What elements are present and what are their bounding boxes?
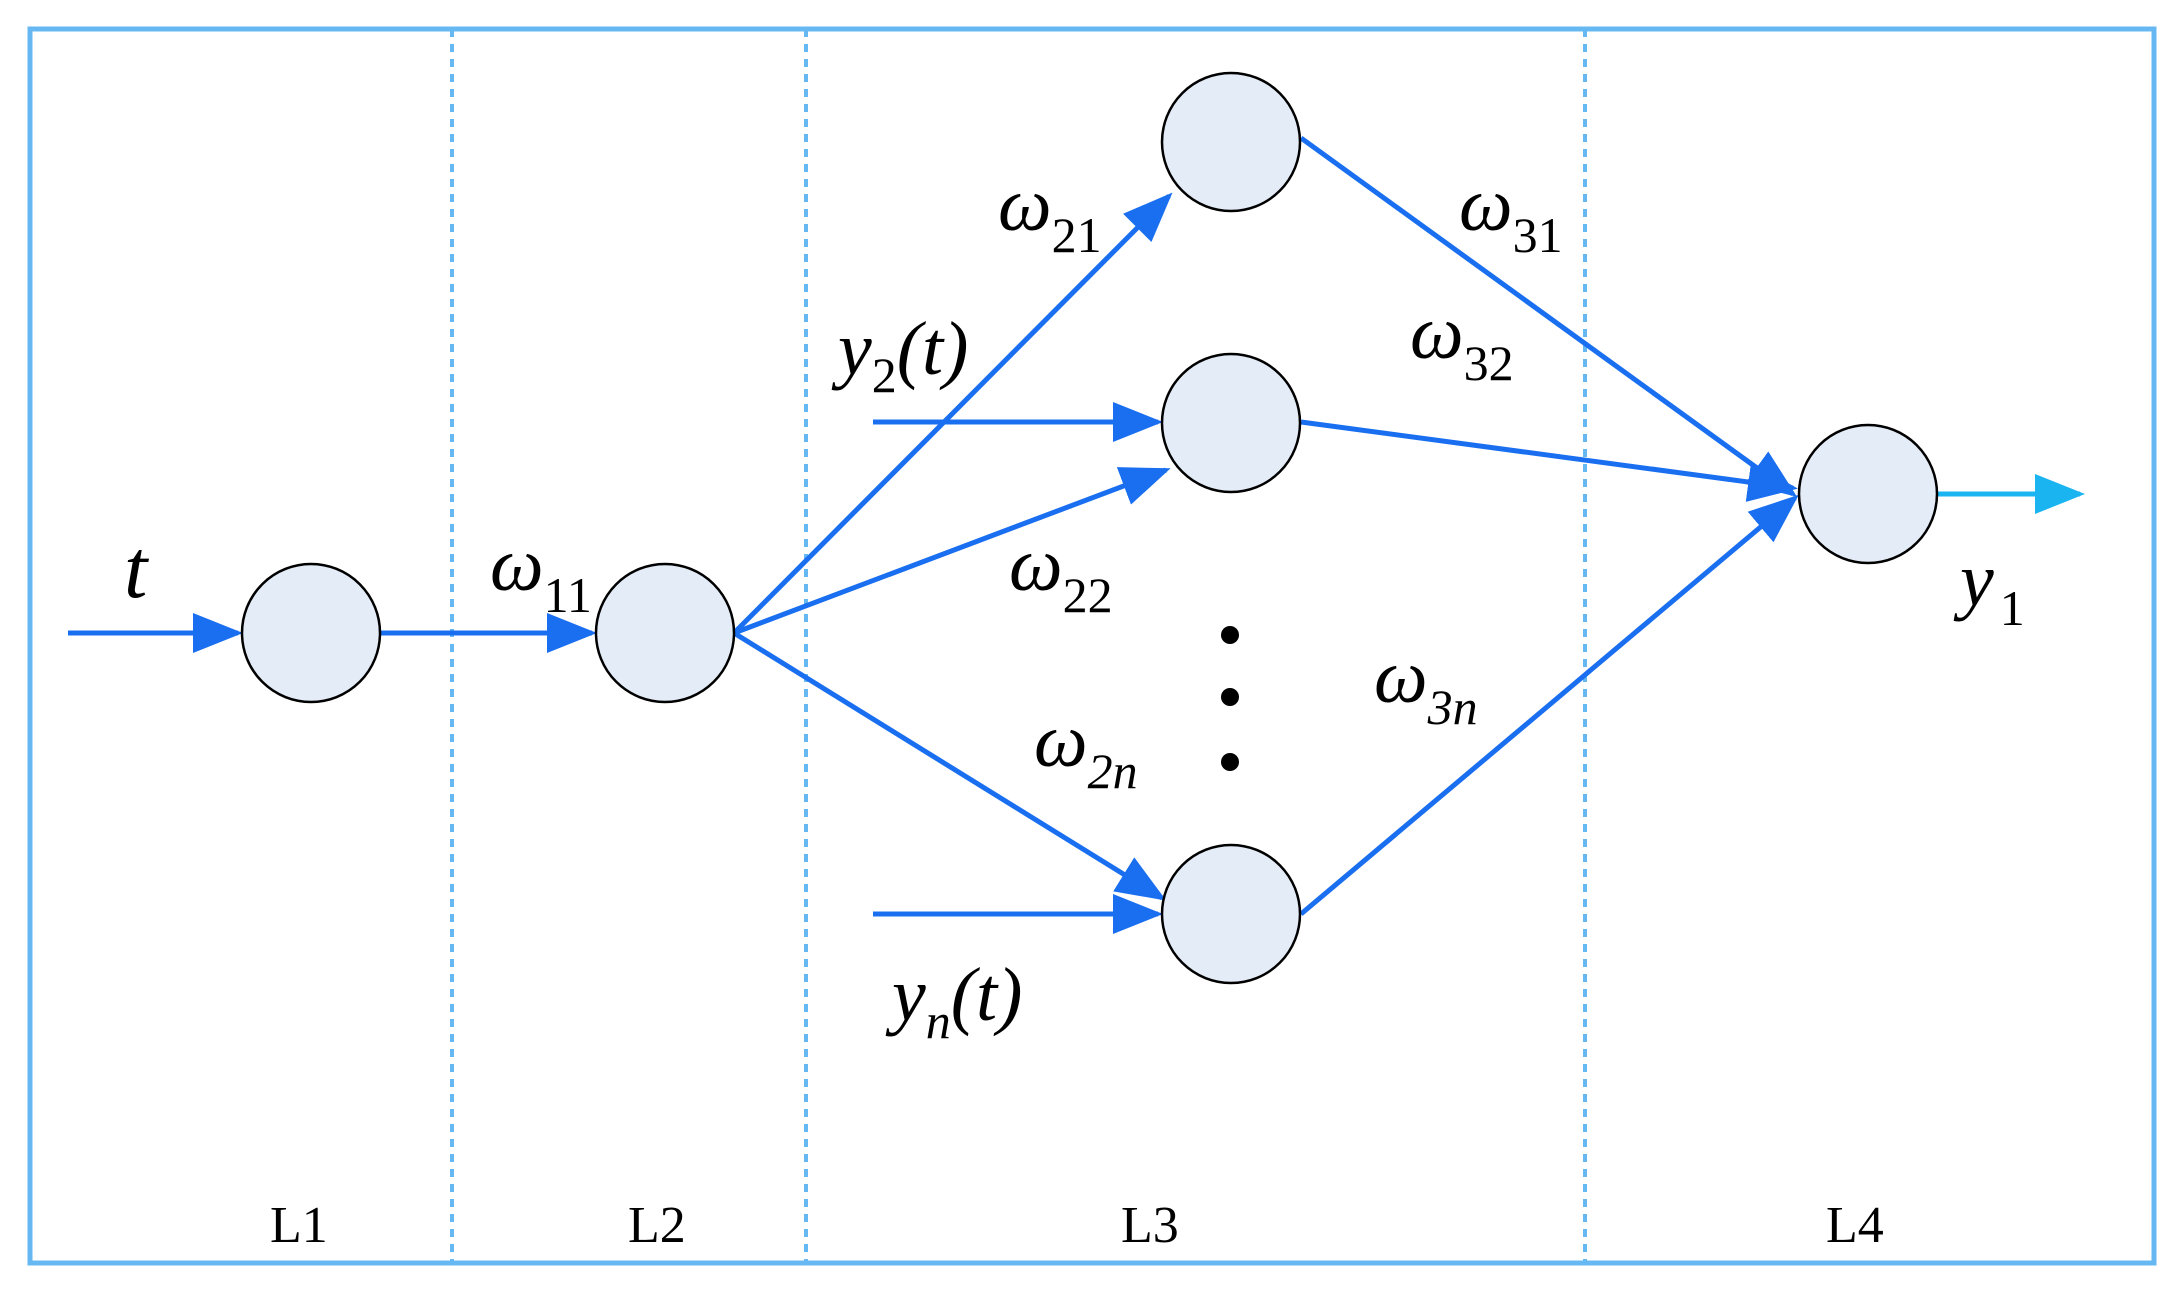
weight-label-w32: ω32: [1410, 291, 1514, 391]
node-l3-bottom: [1160, 843, 1302, 985]
weight-label-w3n: ω3n: [1374, 635, 1478, 735]
layer-label-l3: L3: [1121, 1197, 1179, 1254]
edge-top-out: [1299, 135, 1798, 497]
ellipsis-dot: [1221, 626, 1239, 644]
outer-frame: [27, 26, 2157, 1266]
weight-label-w2n: ω2n: [1034, 699, 1138, 799]
ellipsis-dot: [1221, 688, 1239, 706]
node-l4-output: [1797, 423, 1939, 565]
layer-label-l4: L4: [1826, 1197, 1884, 1254]
layer-label-l2: L2: [628, 1197, 686, 1254]
input-label-t: t: [124, 523, 150, 616]
edge-l2-bottom: [732, 630, 1167, 901]
edge-mid-out: [1300, 419, 1798, 502]
ellipsis-dot: [1221, 753, 1239, 771]
layer-label-l1: L1: [270, 1197, 328, 1254]
extra-input-label-yn: yn(t): [885, 953, 1022, 1049]
extra-input-label-y2: y2(t): [831, 307, 968, 403]
weight-label-w21: ω21: [998, 163, 1102, 263]
node-l3-top: [1160, 71, 1302, 213]
node-l2: [594, 562, 736, 704]
edge-l2-mid: [733, 467, 1171, 636]
weight-label-w22: ω22: [1009, 523, 1113, 623]
node-l3-mid: [1160, 352, 1302, 494]
node-l1: [240, 562, 382, 704]
weight-label-w31: ω31: [1459, 163, 1563, 263]
weight-label-w11: ω11: [490, 523, 592, 623]
edge-l2-top: [732, 192, 1173, 635]
edge-bottom-out: [1299, 494, 1799, 916]
